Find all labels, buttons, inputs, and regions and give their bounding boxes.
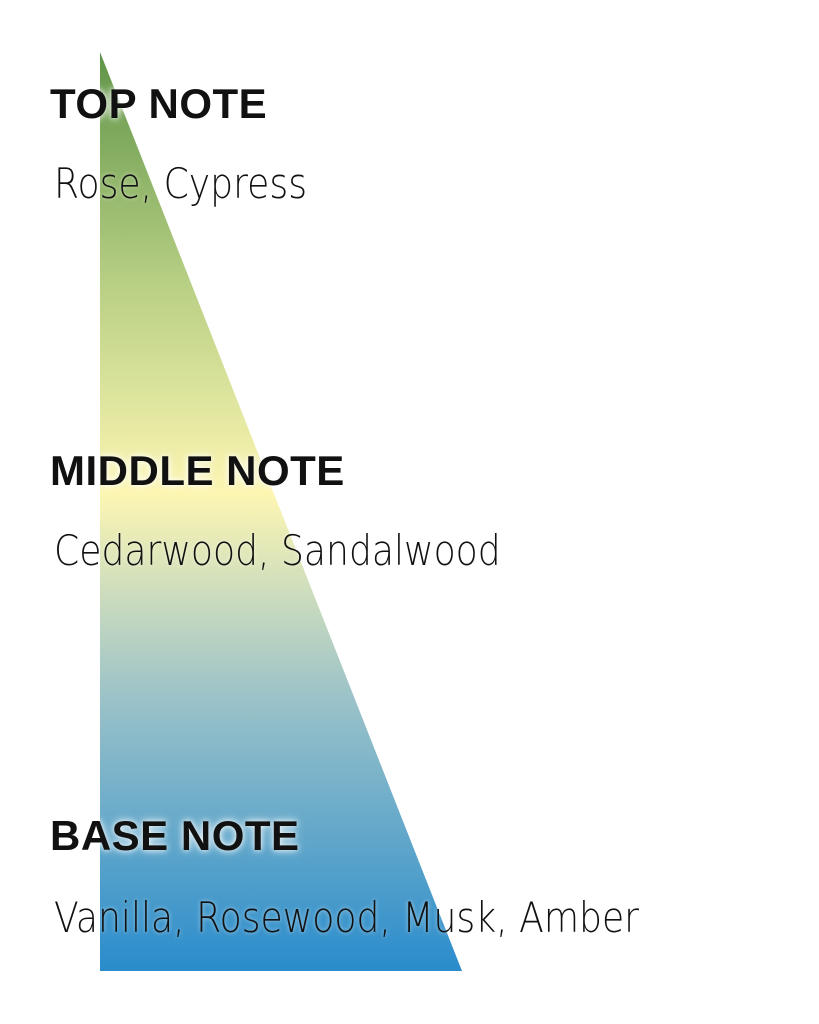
middle-note-heading: MIDDLE NOTE [50, 447, 345, 494]
top-note-ingredients: Rose, Cypress [54, 159, 308, 208]
base-note-ingredients: Vanilla, Rosewood, Musk, Amber [54, 893, 640, 942]
gradient-triangle [100, 52, 462, 971]
top-note-heading: TOP NOTE [50, 80, 268, 127]
middle-note-ingredients: Cedarwood, Sandalwood [54, 526, 501, 575]
base-note-heading: BASE NOTE [50, 812, 300, 859]
